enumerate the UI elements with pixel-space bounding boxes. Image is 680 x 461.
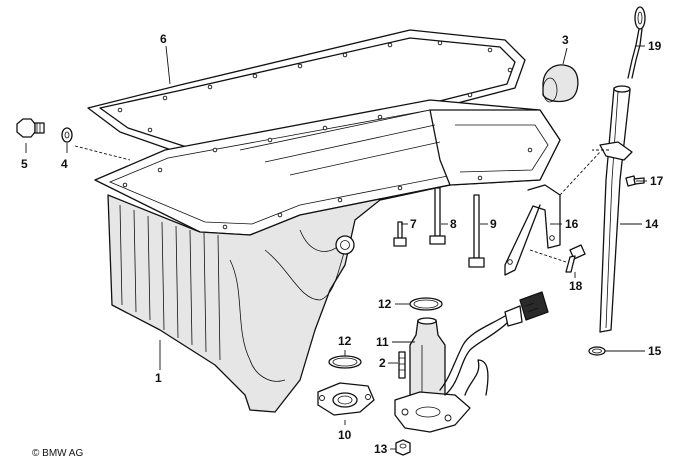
callout-3: 3 (562, 33, 569, 47)
callout-13: 13 (374, 442, 388, 456)
o-ring-12-upper (409, 297, 443, 311)
drain-plug-washer (61, 127, 73, 143)
callout-9: 9 (490, 217, 497, 231)
oil-level-sensor (394, 291, 549, 433)
cover-plug (542, 64, 579, 103)
callout-12-lower: 12 (338, 334, 352, 348)
bolt-7 (393, 221, 407, 247)
nut-13 (395, 439, 411, 456)
callout-14: 14 (645, 217, 659, 231)
pin-2 (398, 351, 406, 379)
callout-1: 1 (155, 371, 162, 385)
dipstick-bracket (504, 184, 561, 276)
bolt-8 (429, 187, 446, 245)
leader-lines (25, 45, 647, 450)
bolt-9 (468, 194, 485, 268)
oil-pan (94, 99, 561, 413)
callout-6: 6 (160, 32, 167, 46)
o-ring-15 (588, 346, 606, 356)
callout-2: 2 (379, 356, 386, 370)
cover-plate (317, 382, 375, 416)
oil-pan-ribs (119, 204, 221, 361)
callout-16: 16 (565, 217, 579, 231)
callout-4: 4 (61, 157, 68, 171)
callout-15: 15 (648, 344, 662, 358)
callout-11: 11 (376, 335, 389, 349)
callout-7: 7 (410, 217, 417, 231)
oil-pan-gasket (87, 29, 526, 173)
callout-5: 5 (21, 157, 28, 171)
oil-pan-flange-holes (122, 114, 533, 230)
callout-17: 17 (650, 174, 664, 188)
callout-10: 10 (338, 428, 352, 442)
callout-12-upper: 12 (378, 297, 392, 311)
bolt-18 (565, 244, 586, 273)
dipstick (627, 6, 646, 79)
o-ring-12-lower (328, 355, 362, 369)
callout-labels: 6 3 19 5 4 17 7 8 9 16 14 18 12 11 12 15… (21, 32, 664, 456)
callout-18: 18 (569, 279, 583, 293)
dipstick-guide-tube (599, 85, 633, 333)
copyright-notice: © BMW AG (32, 448, 83, 459)
drain-plug (16, 118, 45, 138)
callout-8: 8 (450, 217, 457, 231)
callout-19: 19 (648, 39, 662, 53)
